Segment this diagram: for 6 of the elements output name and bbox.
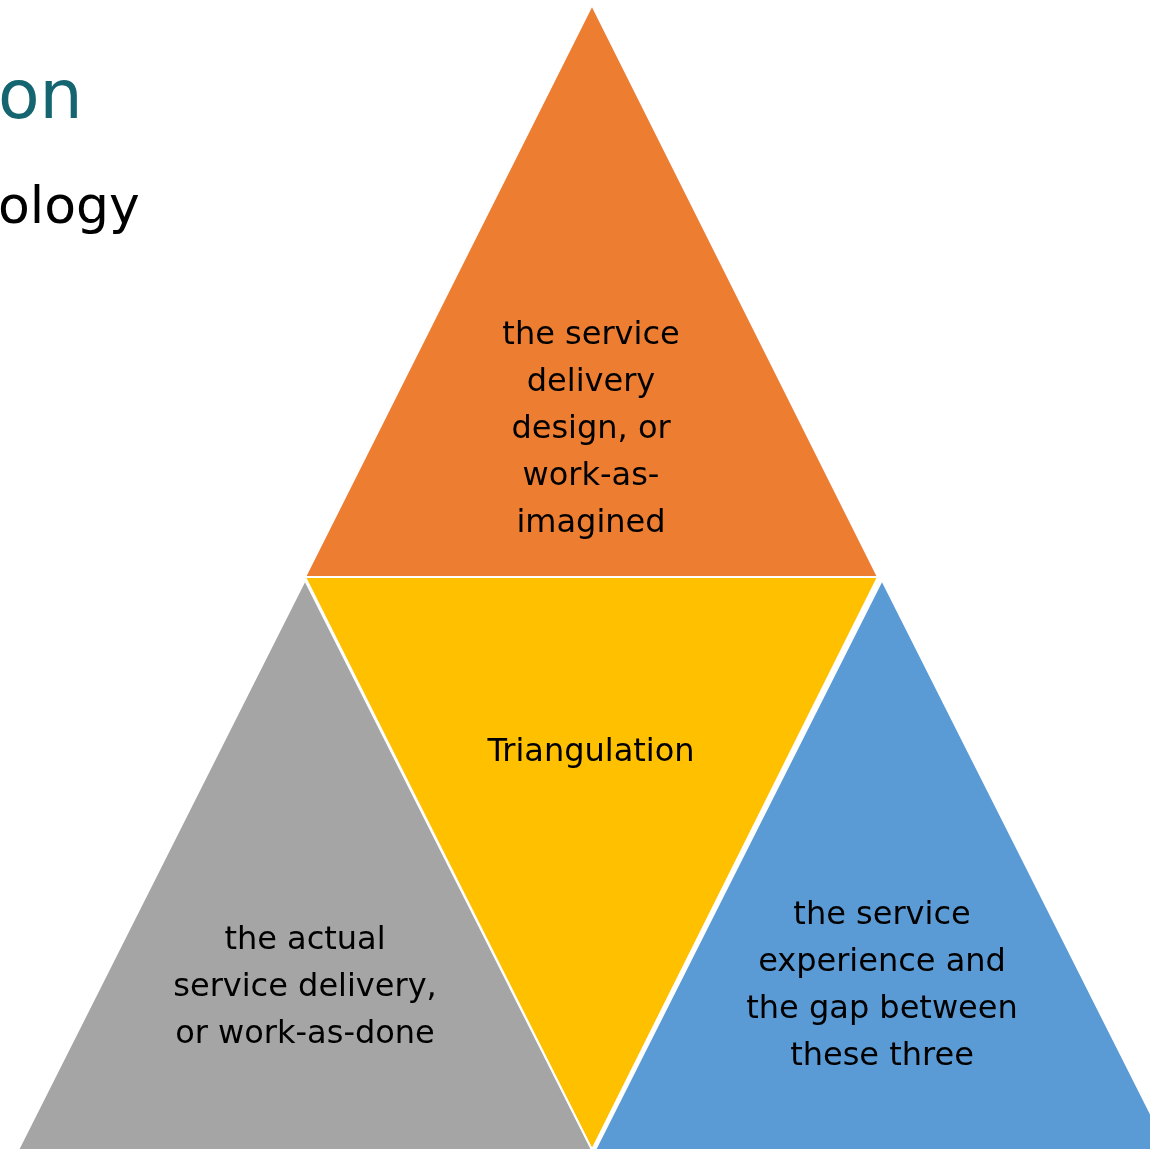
triangle-label: Triangulation: [486, 730, 696, 771]
title-fragment: on: [0, 55, 83, 134]
triangle-label: the service experience and the gap between these three: [745, 893, 1019, 1075]
triangle-label: the actual service delivery, or work-as-done: [172, 918, 438, 1053]
subtitle-fragment: ology: [0, 175, 140, 235]
triangle-label: the service delivery design, or work-as-imagined: [501, 313, 681, 542]
